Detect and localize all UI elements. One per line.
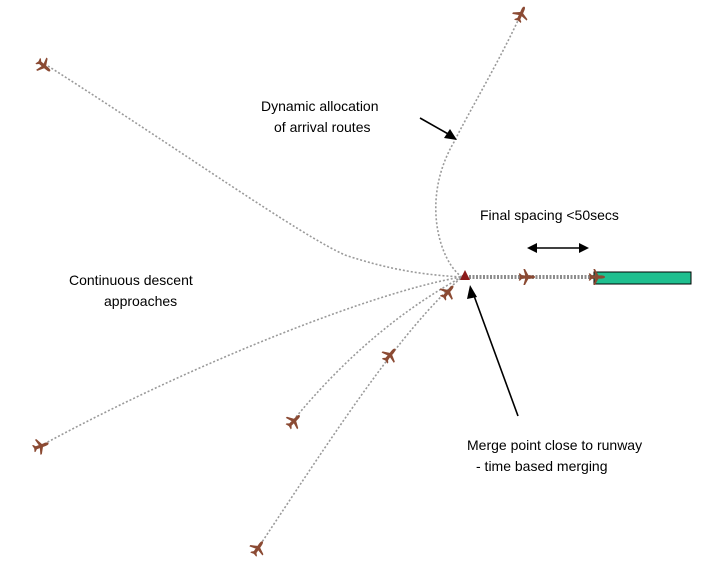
label-dynamic-allocation-line1: Dynamic allocation (261, 98, 379, 114)
aircraft-icon (518, 269, 535, 285)
aircraft-icon (436, 280, 460, 304)
triangle-marker-icon (460, 270, 470, 280)
aircraft-icon (282, 409, 306, 433)
arrival-routes (43, 13, 522, 549)
final-spacing-arrowhead-left (527, 243, 537, 253)
aircraft-icon (246, 536, 270, 560)
label-continuous-descent-line1: Continuous descent (69, 272, 193, 288)
merge-point-arrowhead (467, 285, 477, 299)
dynamic-allocation-arrow (419, 117, 451, 136)
aircraft-icon (30, 435, 52, 457)
label-merge-point-line2: - time based merging (476, 458, 608, 474)
route-west (43, 276, 463, 445)
runway (593, 271, 692, 285)
merge-point-arrow (472, 292, 519, 417)
label-merge-point-line1: Merge point close to runway (467, 437, 642, 453)
route-north (434, 13, 522, 278)
route-southwest-1 (295, 276, 463, 418)
annotation-arrows (419, 117, 589, 417)
label-continuous-descent-line2: approaches (104, 293, 177, 309)
dynamic-allocation-arrowhead (444, 129, 457, 140)
aircraft-icon (32, 54, 56, 78)
label-dynamic-allocation-line2: of arrival routes (274, 119, 370, 135)
route-south (257, 276, 463, 549)
route-northwest (47, 65, 463, 278)
final-spacing-arrowhead-right (579, 243, 589, 253)
label-final-spacing: Final spacing <50secs (480, 207, 619, 223)
aircraft-icon (510, 3, 532, 25)
